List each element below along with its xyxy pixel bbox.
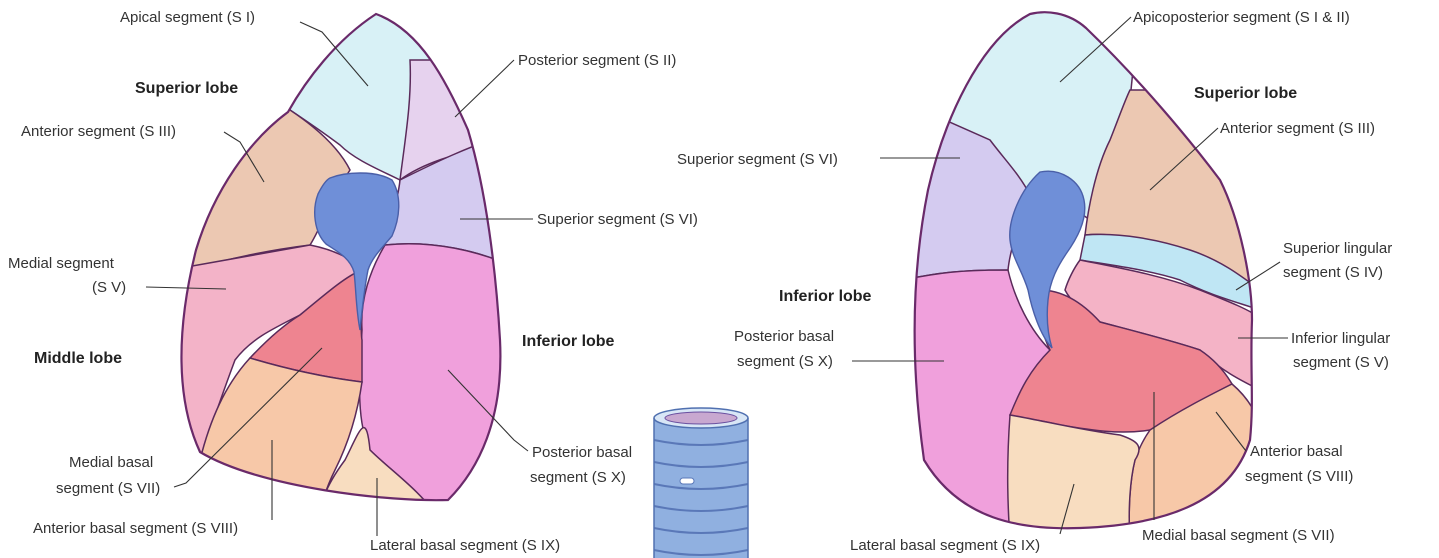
label-anterior-basal-left-1: Anterior basal: [1250, 443, 1343, 460]
trachea: [654, 408, 748, 558]
label-superior-lingular-1: Superior lingular: [1283, 240, 1392, 257]
right-lung: [170, 0, 520, 520]
label-medial-basal-1: Medial basal: [69, 454, 153, 471]
label-superior-lingular-2: segment (S IV): [1283, 264, 1383, 281]
lobe-label-middle: Middle lobe: [34, 350, 122, 367]
label-posterior-basal-2: segment (S X): [530, 469, 626, 486]
label-posterior-basal-left-1: Posterior basal: [734, 328, 834, 345]
label-medial-segment-2: (S V): [92, 279, 126, 296]
label-medial-basal-left: Medial basal segment (S VII): [1142, 527, 1335, 544]
label-posterior-segment: Posterior segment (S II): [518, 52, 676, 69]
label-anterior-segment-left: Anterior segment (S III): [1220, 120, 1375, 137]
lobe-label-superior-left: Superior lobe: [1194, 85, 1297, 102]
label-lateral-basal-left: Lateral basal segment (S IX): [850, 537, 1040, 554]
label-inferior-lingular-1: Inferior lingular: [1291, 330, 1390, 347]
label-inferior-lingular-2: segment (S V): [1293, 354, 1389, 371]
label-medial-basal-2: segment (S VII): [56, 480, 160, 497]
left-lung: [900, 0, 1262, 540]
label-apicoposterior-segment: Apicoposterior segment (S I & II): [1133, 9, 1350, 26]
label-posterior-basal-1: Posterior basal: [532, 444, 632, 461]
label-anterior-basal: Anterior basal segment (S VIII): [33, 520, 238, 537]
lobe-label-superior-right: Superior lobe: [135, 80, 238, 97]
label-lateral-basal: Lateral basal segment (S IX): [370, 537, 560, 554]
left-lateral-basal-segment: [1008, 415, 1139, 540]
label-apical-segment: Apical segment (S I): [120, 9, 255, 26]
lobe-label-inferior-left: Inferior lobe: [779, 288, 872, 305]
lobe-label-inferior-right: Inferior lobe: [522, 333, 615, 350]
label-posterior-basal-left-2: segment (S X): [737, 353, 833, 370]
label-anterior-segment: Anterior segment (S III): [21, 123, 176, 140]
label-superior-segment-left: Superior segment (S VI): [677, 151, 838, 168]
label-superior-segment: Superior segment (S VI): [537, 211, 698, 228]
label-medial-segment-1: Medial segment: [8, 255, 115, 272]
label-anterior-basal-left-2: segment (S VIII): [1245, 468, 1353, 485]
